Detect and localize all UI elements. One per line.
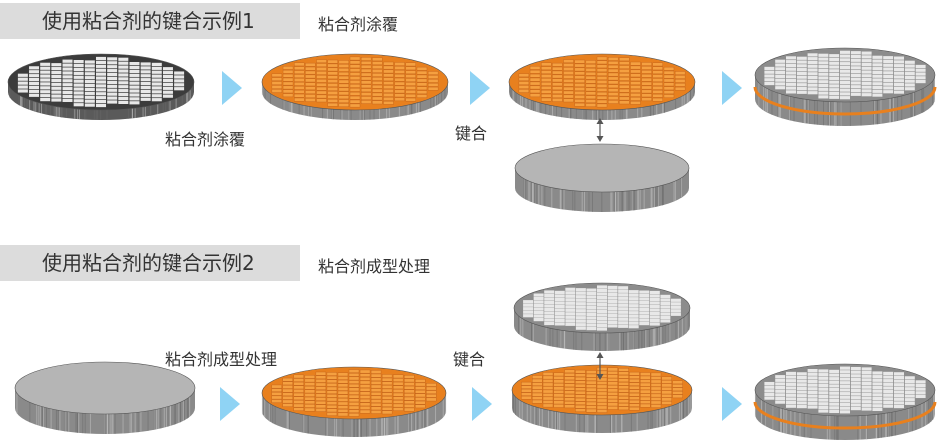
- process-arrow-icon: [470, 71, 490, 105]
- wafer-adhesive-formed: [262, 367, 446, 437]
- process-arrow-icon: [222, 71, 242, 105]
- process-arrow-icon: [220, 387, 240, 421]
- process-arrow-icon: [472, 387, 492, 421]
- bonded-wafer-stack: [755, 48, 935, 126]
- process-arrow-icon: [722, 71, 742, 105]
- wafer-adhesive-coated-bonding: [509, 54, 695, 120]
- blank-wafer: [15, 362, 195, 434]
- bond-direction-arrow-icon: [597, 118, 604, 142]
- carrier-wafer: [515, 144, 689, 212]
- wafer-adhesive-coated: [262, 54, 448, 120]
- bonded-wafer-stack: [755, 364, 935, 440]
- process-arrow-icon: [722, 387, 742, 421]
- wafer-with-chips-top: [514, 283, 690, 351]
- wafer-with-chips: [8, 54, 194, 120]
